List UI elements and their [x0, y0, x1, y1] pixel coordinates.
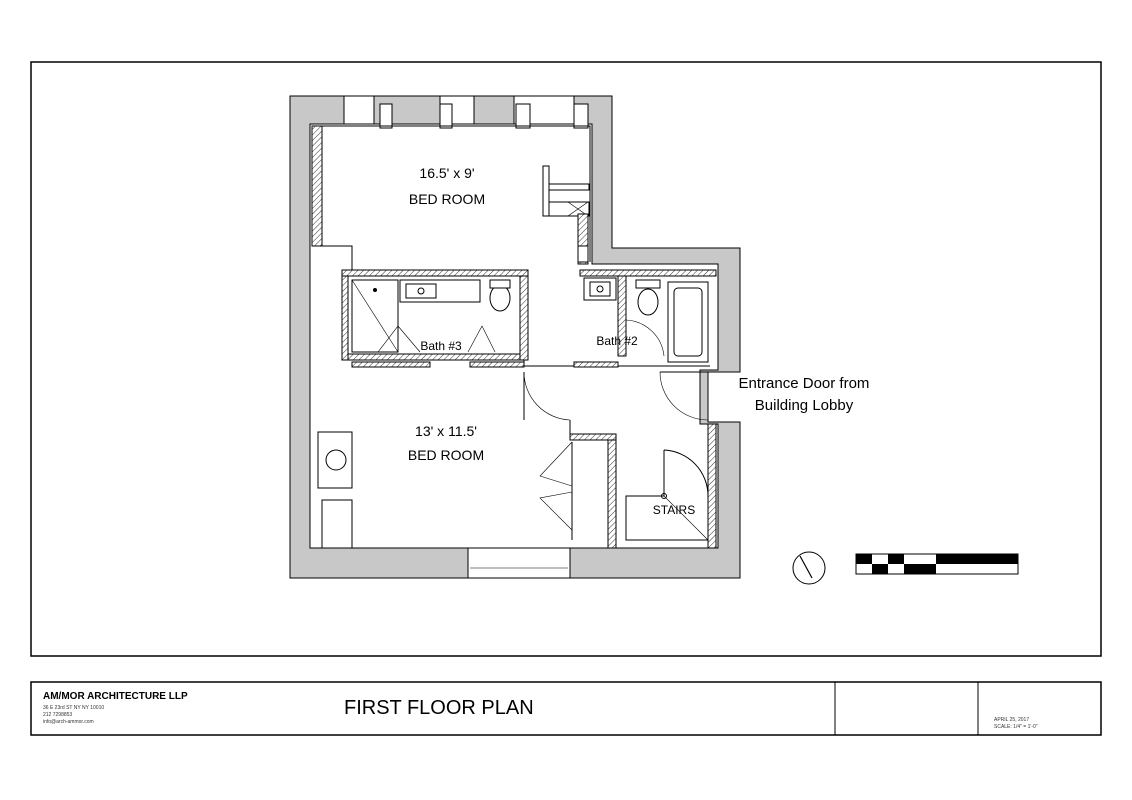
bottom-window — [467, 547, 571, 579]
firm-address: 36 E 23rd ST NY NY 10010 — [43, 705, 104, 711]
firm-phone: 212 7298853 — [43, 712, 72, 718]
title-block: AM/MOR ARCHITECTURE LLP 36 E 23rd ST NY … — [30, 681, 1102, 736]
north-arrow-icon — [792, 551, 826, 585]
entrance-note-line1: Entrance Door from — [739, 375, 870, 392]
bath-2-fixtures — [583, 277, 709, 363]
scale-bar-icon — [855, 553, 1019, 575]
drawing-date: APRIL 25, 2017 — [994, 717, 1029, 723]
bedroom-1-dimensions: 16.5' x 9' — [419, 165, 474, 181]
bedroom-2-label: BED ROOM — [408, 447, 484, 463]
bedroom-1-label: BED ROOM — [409, 191, 485, 207]
stairs — [625, 423, 717, 549]
top-windows — [343, 95, 589, 129]
firm-name: AM/MOR ARCHITECTURE LLP — [43, 691, 188, 702]
drawing-scale: SCALE: 1/4" = 1'-0" — [994, 724, 1038, 730]
bath-3-label: Bath #3 — [420, 339, 462, 353]
drawing-border — [30, 61, 1102, 657]
upper-closet — [542, 165, 590, 265]
bath-3-fixtures — [351, 279, 511, 353]
drawing-title: FIRST FLOOR PLAN — [344, 697, 534, 719]
stairs-label: STAIRS — [653, 503, 695, 517]
bath-2-label: Bath #2 — [596, 334, 638, 348]
entrance-note-line2: Building Lobby — [755, 397, 854, 414]
bedroom-2-dimensions: 13' x 11.5' — [415, 423, 477, 439]
floor-plan: 16.5' x 9' BED ROOM 13' x 11.5' BED ROOM… — [289, 95, 741, 579]
lower-closet — [539, 420, 617, 549]
firm-email: info@arch-ammor.com — [43, 719, 94, 725]
fireplace — [317, 431, 353, 549]
